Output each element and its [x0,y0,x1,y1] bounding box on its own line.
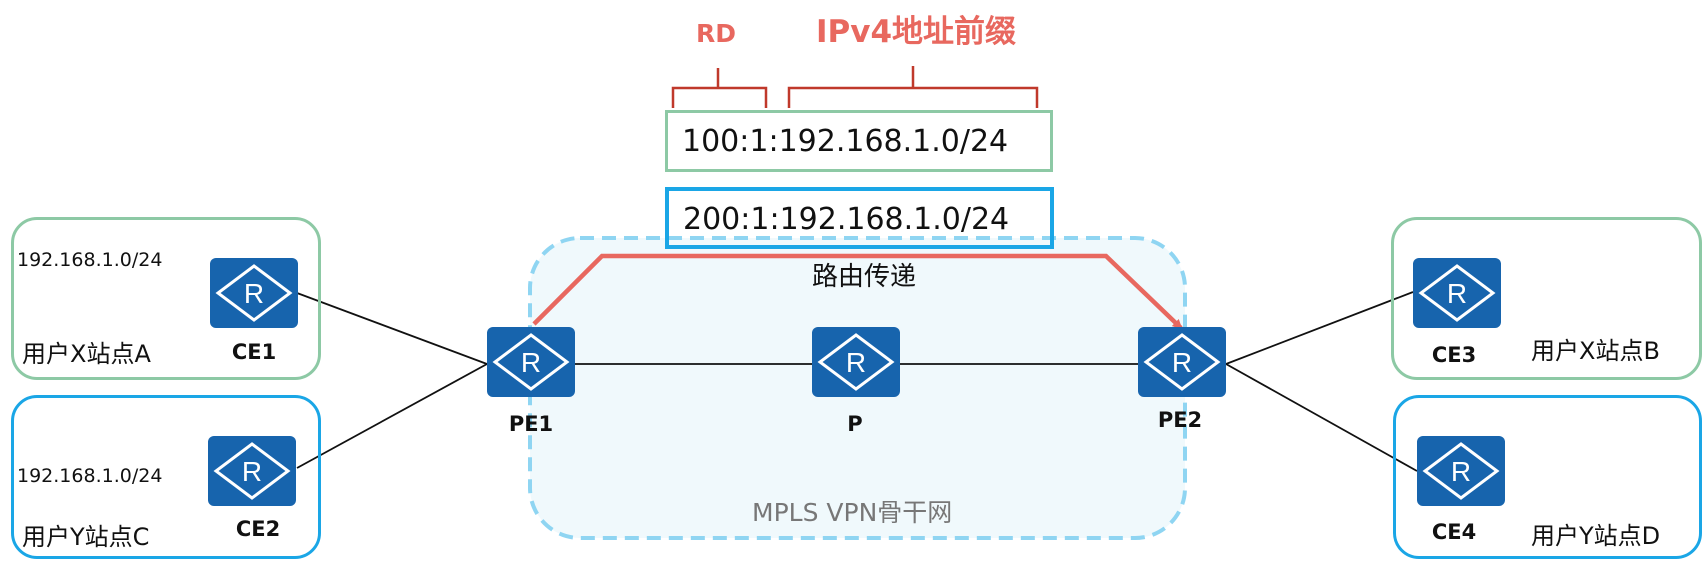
router-label-p: P [847,412,863,436]
backbone-label: MPLS VPN骨干网 [752,498,953,527]
router-ce2: R [208,436,296,506]
site-box-x-a [11,217,321,380]
site-x-a-label: 用户X站点A [22,340,151,368]
router-icon: R [213,442,291,500]
router-ce1: R [210,258,298,328]
link-pe2-ce3 [1225,291,1414,365]
router-pe2: R [1138,327,1226,397]
router-label-ce2: CE2 [235,517,281,541]
link-pe2-ce4 [1225,363,1418,472]
route-text-blue: 200:1:192.168.1.0/24 [683,202,1010,237]
route-arrow [532,253,1183,330]
route-box-blue: 200:1:192.168.1.0/24 [665,187,1054,249]
svg-text:R: R [1451,456,1471,487]
svg-text:R: R [1447,278,1467,309]
site-y-c-prefix: 192.168.1.0/24 [17,465,163,487]
svg-text:R: R [244,278,264,309]
site-y-c-label: 用户Y站点C [22,523,150,551]
site-x-a-prefix: 192.168.1.0/24 [17,249,163,271]
rd-bracket [671,68,768,108]
router-icon: R [1422,442,1500,500]
router-ce3: R [1413,258,1501,328]
router-label-pe2: PE2 [1157,408,1203,432]
site-box-x-b [1391,217,1702,380]
link-ce1-pe1 [296,292,488,365]
svg-text:R: R [1172,347,1192,378]
svg-text:R: R [242,456,262,487]
svg-text:R: R [521,347,541,378]
router-icon: R [215,264,293,322]
prefix-bracket [787,66,1039,108]
site-box-y-c [11,395,321,559]
router-p: R [812,327,900,397]
link-ce2-pe1 [296,363,488,469]
router-icon: R [1143,333,1221,391]
route-text-green: 100:1:192.168.1.0/24 [682,124,1009,159]
site-box-y-d [1393,395,1702,559]
svg-text:R: R [846,347,866,378]
router-pe1: R [487,327,575,397]
router-label-ce4: CE4 [1431,520,1477,544]
router-icon: R [817,333,895,391]
router-icon: R [1418,264,1496,322]
route-propagation-label: 路由传递 [812,262,917,292]
router-label-ce3: CE3 [1431,343,1477,367]
router-label-ce1: CE1 [231,340,277,364]
router-label-pe1: PE1 [508,412,554,436]
site-y-d-label: 用户Y站点D [1531,522,1661,550]
router-icon: R [492,333,570,391]
ipv4-prefix-label: IPv4地址前缀 [816,14,1017,50]
rd-label: RD [696,19,737,48]
site-x-b-label: 用户X站点B [1531,337,1660,365]
route-box-green: 100:1:192.168.1.0/24 [665,110,1053,172]
router-ce4: R [1417,436,1505,506]
